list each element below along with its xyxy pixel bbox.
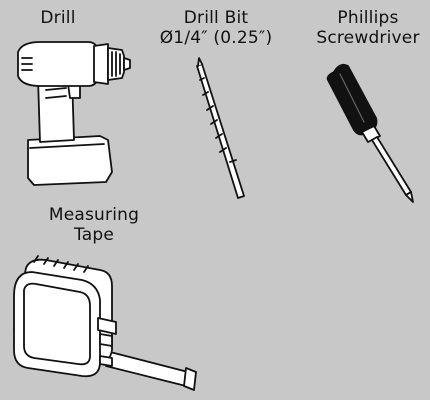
drill-bit-icon bbox=[196, 57, 245, 199]
screwdriver-label-line1: Phillips bbox=[337, 8, 399, 28]
screwdriver-label-line2: Screwdriver bbox=[316, 28, 420, 48]
drill-icon bbox=[17, 41, 131, 186]
measuring-tape-icon bbox=[13, 255, 197, 391]
screwdriver-label: Phillips Screwdriver bbox=[308, 8, 428, 48]
measuring-tape-label-line1: Measuring bbox=[48, 205, 140, 225]
drill-bit-label-line2: Ø1/4″ (0.25″) bbox=[159, 28, 273, 48]
screwdriver-icon bbox=[326, 63, 414, 203]
drill-bit-label-line1: Drill Bit bbox=[183, 8, 249, 28]
drill-label: Drill bbox=[18, 8, 98, 28]
measuring-tape-label: Measuring Tape bbox=[34, 205, 154, 245]
drill-label-text: Drill bbox=[40, 8, 76, 28]
measuring-tape-label-line2: Tape bbox=[73, 225, 115, 245]
drill-bit-label: Drill Bit Ø1/4″ (0.25″) bbox=[136, 8, 296, 48]
